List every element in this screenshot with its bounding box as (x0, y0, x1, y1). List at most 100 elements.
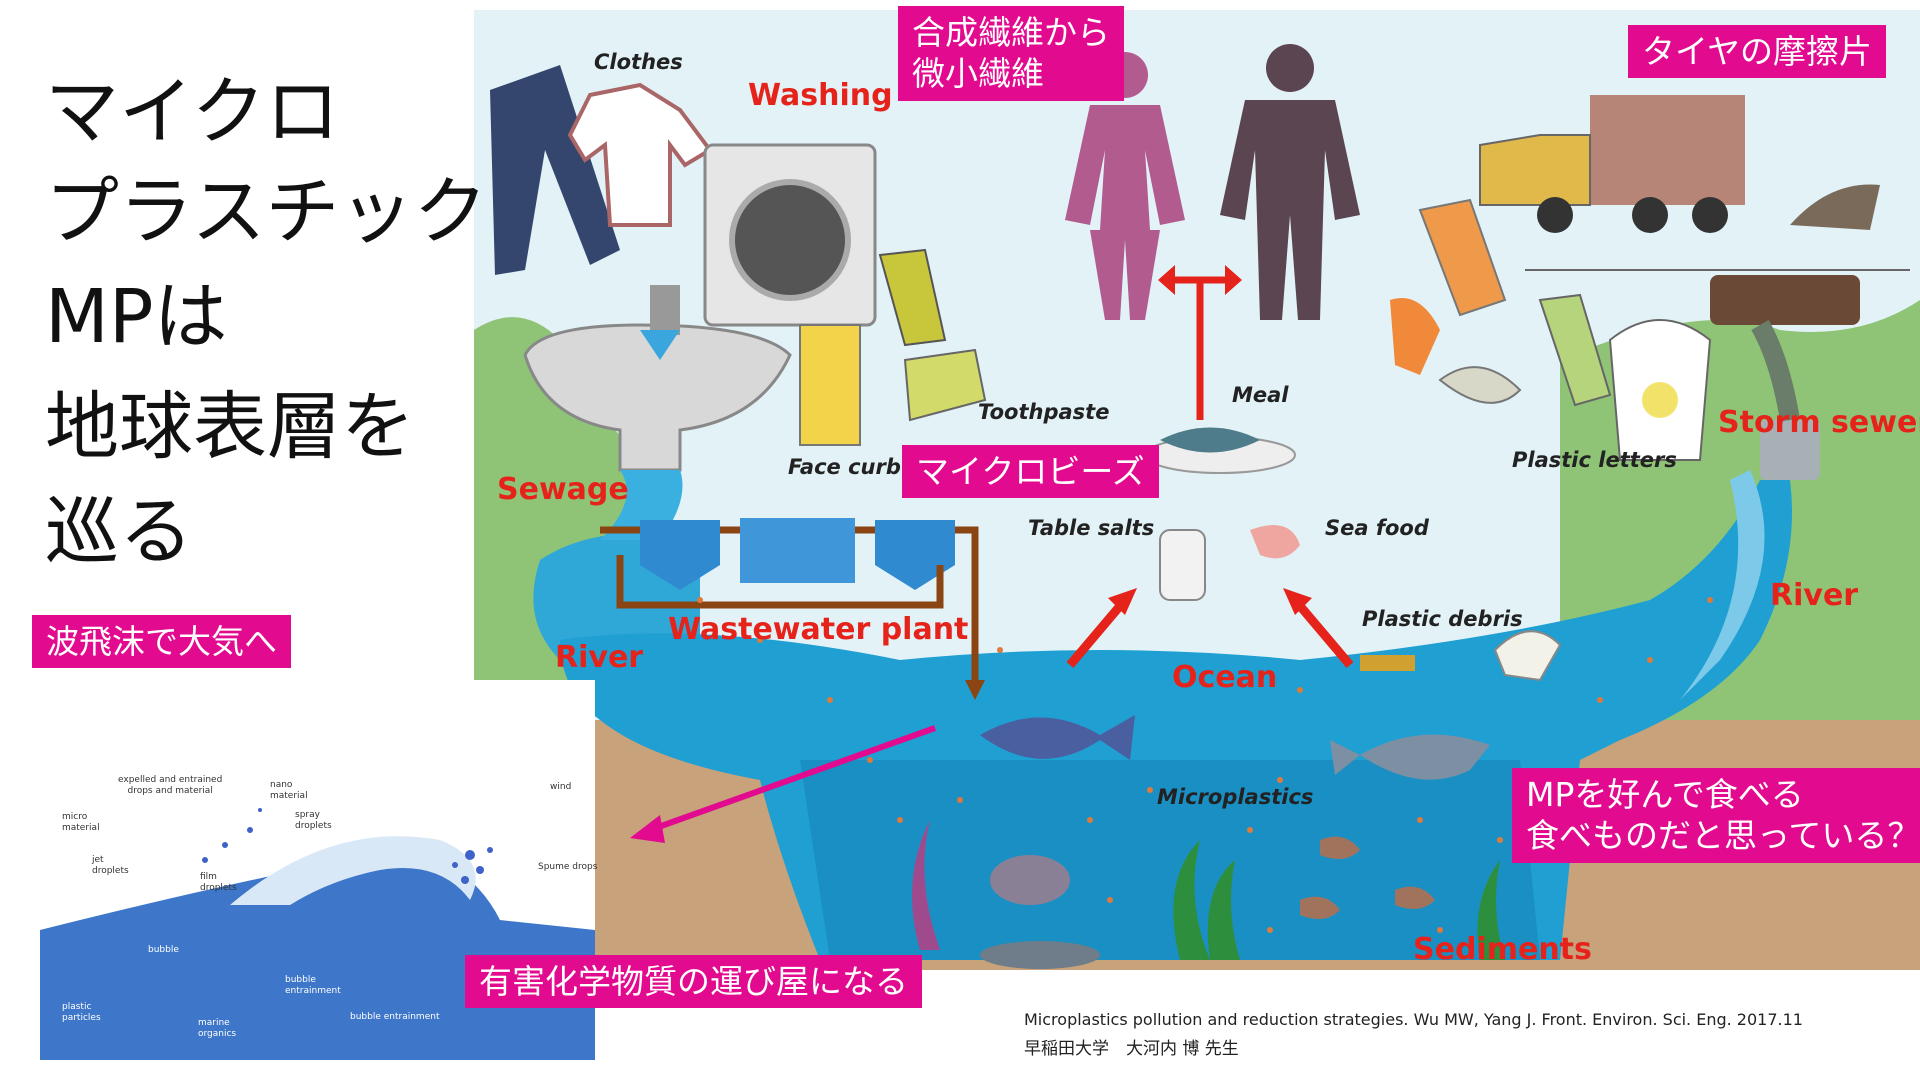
tank-1 (640, 520, 720, 565)
tshirt-icon (567, 82, 713, 227)
label-ocean: Ocean (1172, 660, 1278, 695)
title-line-5: 巡る (45, 489, 193, 575)
truck-cab-icon (1479, 134, 1591, 206)
plastic-bottle-orange-icon (1418, 198, 1507, 317)
inset-label-micro-2: material (62, 822, 100, 833)
arrow-to-salt-head (1108, 588, 1137, 615)
label-river-right: River (1770, 578, 1859, 613)
title-line-4: 地球表層を (45, 384, 415, 470)
lotion-bottle-icon (878, 248, 947, 347)
inset-label-expelled: expelled and entrained drops and materia… (118, 775, 222, 797)
inset-label-plastic-particles: plastic particles (62, 1002, 101, 1024)
inset-label-bubble: bubble (148, 945, 179, 955)
pink-arrow-line (648, 725, 937, 833)
reference-citation: Microplastics pollution and reduction st… (1024, 1010, 1803, 1029)
tank-2 (740, 518, 855, 583)
inset-label-jet: jet droplets (92, 855, 129, 877)
microplastic-particles (697, 597, 1713, 933)
callout-eat: MPを好んで食べる 食べものだと思っている？ (1512, 768, 1920, 863)
inset-label-expelled-1: expelled and entrained (118, 775, 223, 785)
label-storm-sewer: Storm sewer (1718, 405, 1920, 440)
inset-label-marine-2: organics (198, 1028, 237, 1039)
callout-synthetic-fiber-line1: 合成繊維から (912, 13, 1110, 52)
inset-label-spray-2: droplets (295, 820, 332, 831)
inset-label-micro: micro material (62, 812, 100, 834)
washing-machine-door (729, 179, 851, 301)
plastic-bottle-green-icon (1538, 293, 1612, 407)
deep-water (800, 760, 1540, 960)
tank-3 (875, 520, 955, 565)
woman-icon (1065, 105, 1185, 320)
inset-label-film: film droplets (200, 872, 237, 894)
callout-carrier: 有害化学物質の運び屋になる (465, 955, 922, 1009)
inset-label-bubble-ent: bubble entrainment (285, 975, 341, 997)
plant-outflow-arrow (965, 680, 985, 700)
label-wastewater: Wastewater plant (668, 612, 969, 647)
label-river-left: River (555, 640, 644, 675)
label-microplastics: Microplastics (1157, 785, 1314, 809)
inset-label-spray: spray droplets (295, 810, 332, 832)
title-line-3: MPは (45, 274, 228, 360)
label-sediments: Sediments (1413, 932, 1592, 967)
inset-wave-body (40, 842, 595, 1060)
faucet-water (640, 330, 680, 360)
label-meal: Meal (1232, 383, 1289, 407)
storm-drain-grate (1710, 275, 1860, 325)
callout-synthetic-fiber: 合成繊維から 微小繊維 (898, 6, 1124, 101)
sea-shrimp-icons (1300, 836, 1435, 919)
jeans-icon (490, 65, 620, 275)
plastic-letters-icon (1438, 366, 1522, 404)
smiley-icon (1642, 382, 1678, 418)
inset-label-nano-1: nano (270, 780, 293, 790)
inset-label-film-1: film (200, 872, 217, 882)
inset-label-wind: wind (550, 782, 572, 792)
label-sea-food: Sea food (1325, 516, 1429, 540)
title-line-2: プラスチック (45, 169, 488, 255)
storm-sewer-pipe (1760, 420, 1820, 480)
callout-sea-spray: 波飛沫で大気へ (32, 615, 291, 669)
callout-tire: タイヤの摩擦片 (1628, 25, 1887, 79)
label-washing: Washing (748, 78, 893, 113)
inset-label-plastic-particles-2: particles (62, 1012, 101, 1023)
bottom-rocks-icon (980, 941, 1100, 969)
plant-pipes (600, 526, 979, 690)
arrow-to-salt (1066, 597, 1129, 668)
toothpaste-icon (903, 348, 987, 422)
inset-label-nano: nano material (270, 780, 308, 802)
truck-wheel-2 (1632, 197, 1668, 233)
coral-icon (912, 820, 940, 950)
inset-label-spray-1: spray (295, 810, 320, 820)
label-clothes: Clothes (594, 50, 683, 74)
callout-eat-line1: MPを好んで食べる (1526, 775, 1804, 814)
fish-1-icon (980, 715, 1135, 760)
arrow-to-seafood (1291, 597, 1354, 668)
meal-arrow-heads (1158, 265, 1242, 295)
sink-icon (523, 323, 792, 472)
inset-label-marine-1: marine (198, 1018, 230, 1028)
tire-debris-icon (1790, 184, 1880, 230)
callout-eat-line2: 食べものだと思っている？ (1526, 816, 1920, 856)
callout-microbeads: マイクロビーズ (902, 445, 1159, 499)
fish-2-icon (1360, 734, 1490, 780)
salt-shaker-icon (1159, 529, 1206, 601)
callout-synthetic-fiber-line2: 微小繊維 (912, 54, 1044, 94)
pink-arrow-head (630, 815, 665, 843)
tank-1-bottom (640, 565, 720, 590)
inset-label-bubble-ent-2: entrainment (285, 985, 341, 996)
truck-cargo-icon (1590, 95, 1745, 205)
inset-label-film-2: droplets (200, 882, 237, 893)
label-table-salts: Table salts (1028, 516, 1155, 540)
plastic-debris-icon (1360, 655, 1415, 671)
inset-label-spume: Spume drops (538, 862, 598, 872)
inset-wave-crest (230, 836, 476, 905)
inset-label-jet-2: droplets (92, 865, 129, 876)
tank-3-bottom (875, 565, 955, 590)
title-line-1: マイクロ (45, 69, 340, 155)
seaweed-right-icon (1477, 860, 1505, 960)
label-plastic-letters: Plastic letters (1512, 448, 1677, 472)
truck-wheel-3 (1692, 197, 1728, 233)
plate-fish-icon (1160, 427, 1260, 453)
floating-bag-icon (1493, 630, 1562, 682)
inset-droplets (202, 808, 493, 884)
